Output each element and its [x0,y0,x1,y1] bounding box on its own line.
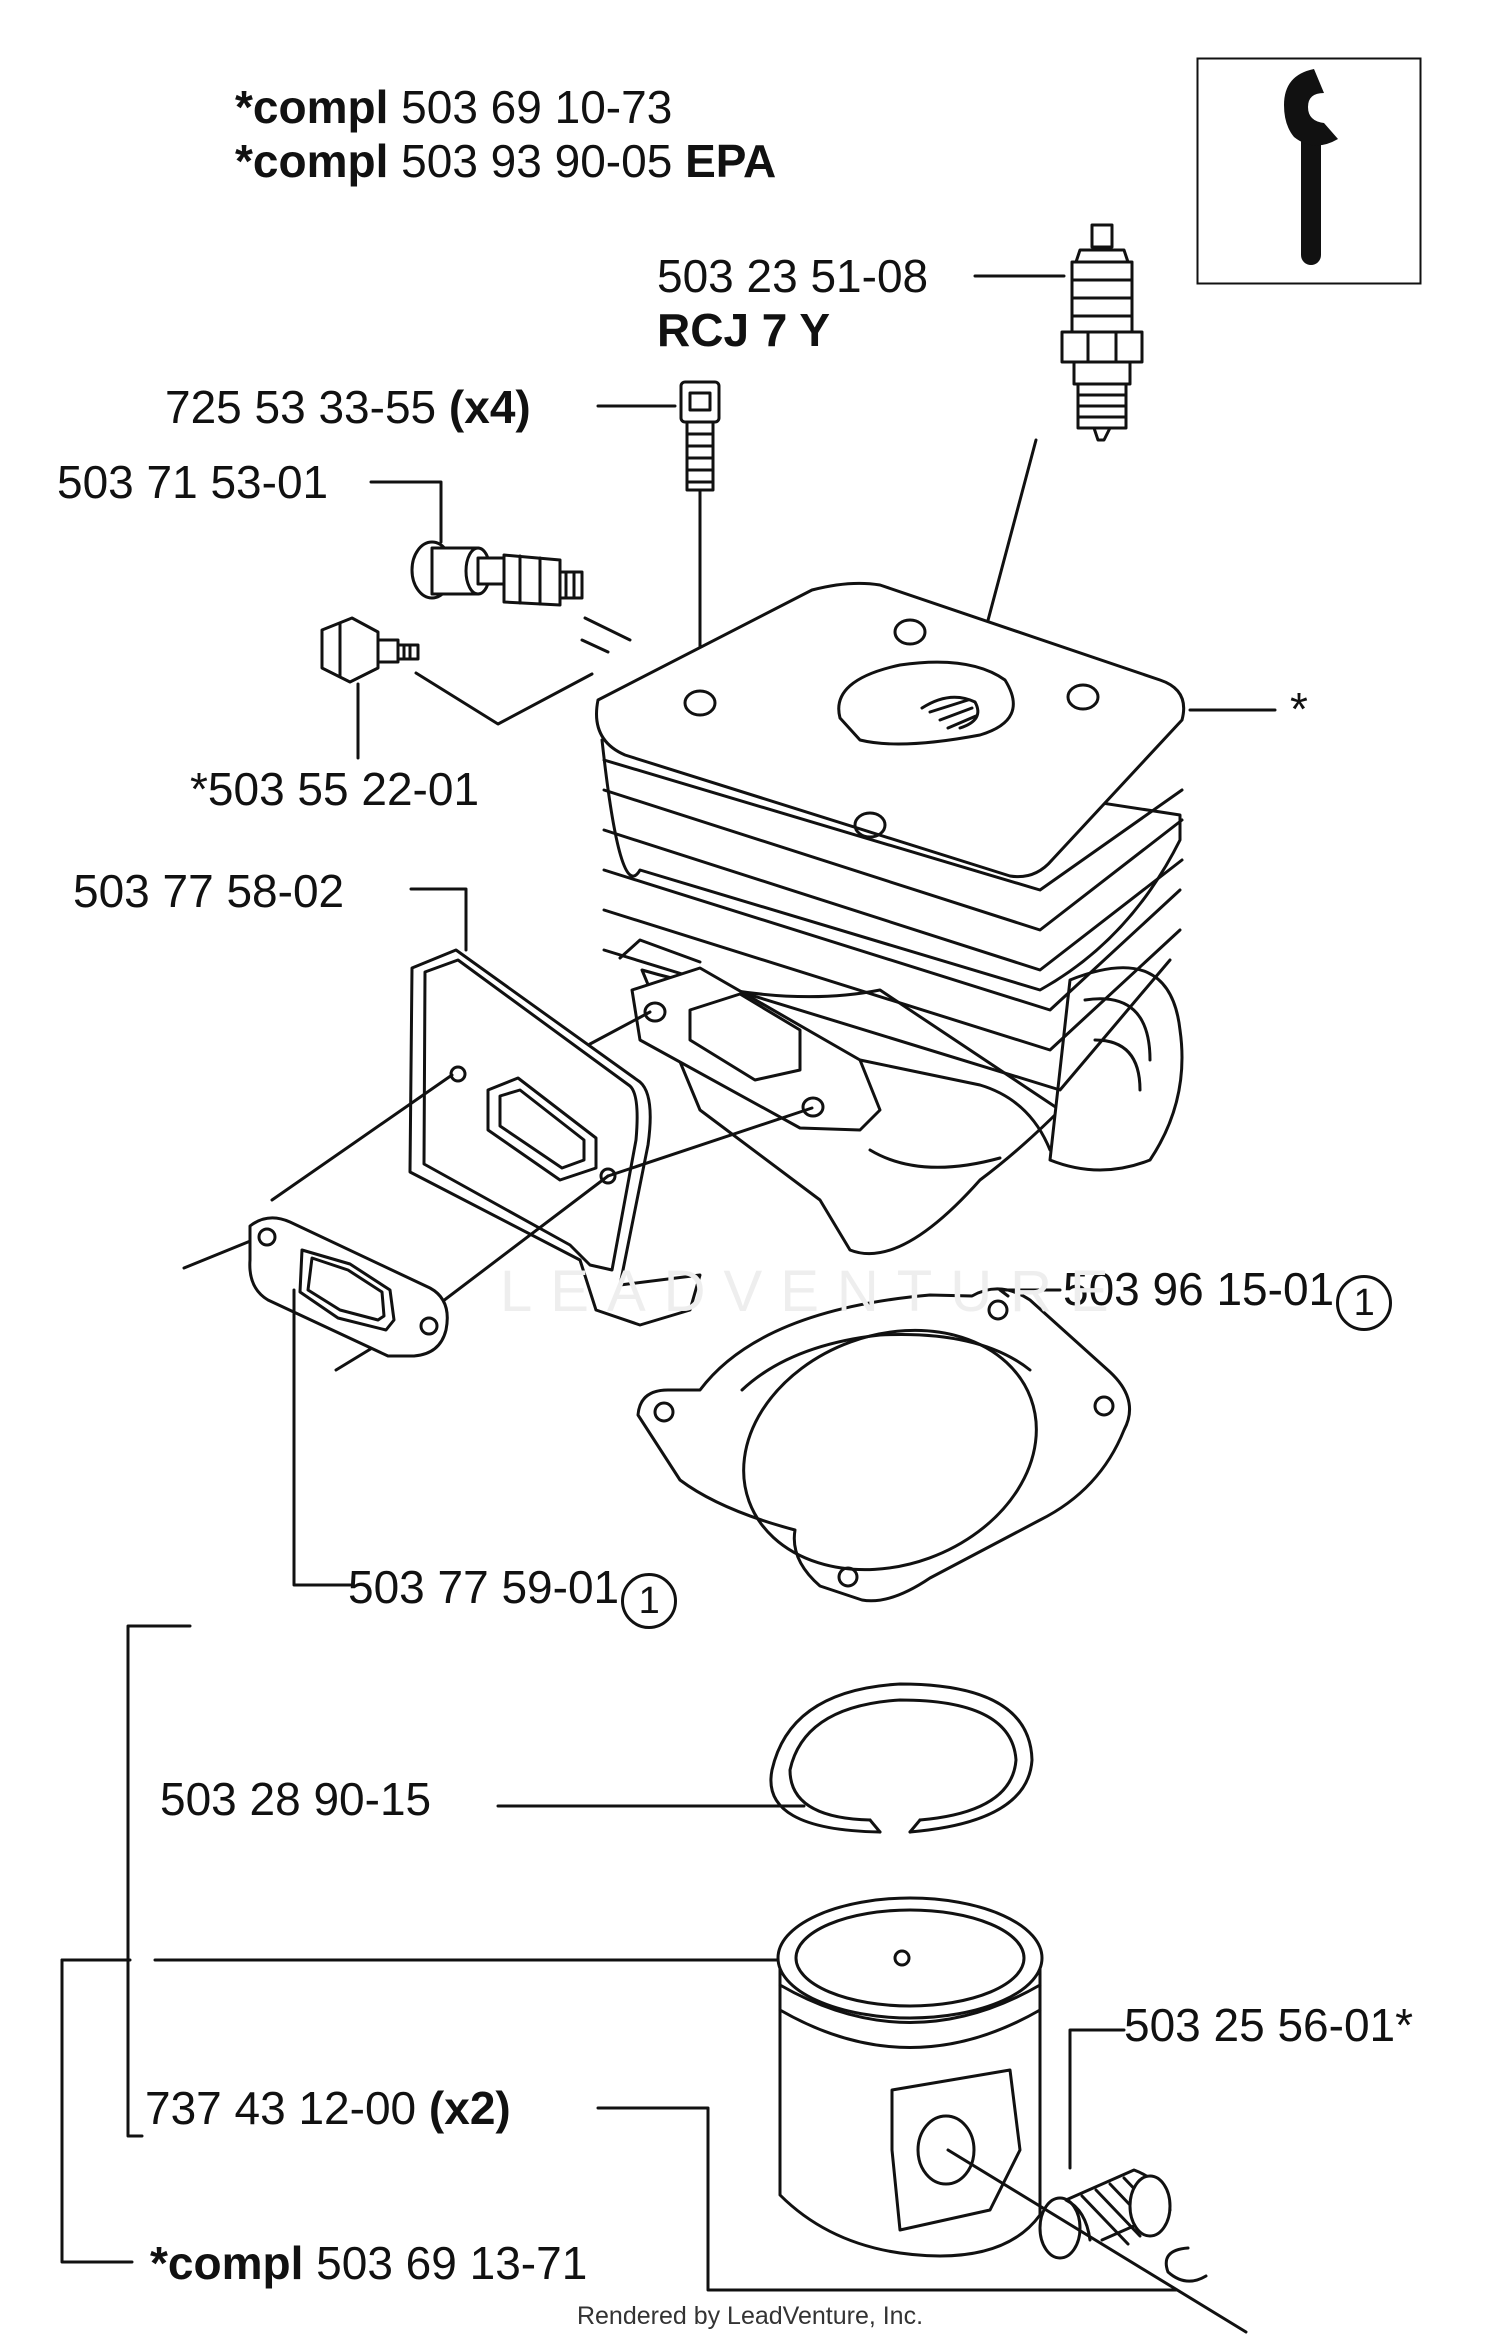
heat-shield-drawing [408,948,702,1327]
needle-bearing-drawing [1038,2168,1172,2260]
footer-credit: Rendered by LeadVenture, Inc. [576,2302,924,2330]
spark-plug-label: 503 23 51-08 [657,250,929,302]
cylinder-marker: * [1290,683,1308,735]
piston-drawing [776,1896,1044,2258]
circlip-label: 737 43 12-00 (x2) [145,2082,511,2134]
piston-compl-label: *compl 503 69 13-71 [150,2240,587,2286]
spark-plug-spec: RCJ 7 Y [657,304,831,356]
compl-number: 503 69 13-71 [316,2237,588,2289]
note-marker: 1 [621,1573,678,1629]
circlip-drawing [1164,2246,1208,2283]
wrench-icon [1196,57,1422,285]
compl-suffix: EPA [685,135,777,187]
cylinder-gasket-drawing [636,1287,1132,1603]
spark-plug-drawing [1060,223,1144,442]
watermark: LEADVENTURE [500,1259,1127,1324]
cylinder-drawing [595,581,1186,1256]
piston-ring-drawing [769,1682,1034,1834]
heat-shield-label: 503 77 58-02 [73,865,345,917]
screw-drawing [679,380,721,492]
decompression-valve-drawing [410,540,584,607]
needle-bearing-label: 503 25 56-01* [1124,1999,1414,2051]
decompression-valve-label: 503 71 53-01 [57,456,329,508]
compl-prefix: *compl [150,2237,304,2289]
plug-drawing [320,616,420,684]
compl-prefix: *compl [235,81,389,133]
compl-label-1: *compl 503 69 10-73 [235,84,672,130]
compl-number: 503 93 90-05 [401,135,673,187]
note-marker: 1 [1336,1275,1393,1331]
piston-ring-label: 503 28 90-15 [160,1773,432,1825]
plug-label: *503 55 22-01 [190,763,480,815]
compl-label-2: *compl 503 93 90-05 EPA [235,138,776,184]
muffler-gasket-drawing [248,1216,449,1358]
compl-prefix: *compl [235,135,389,187]
screw-qty: (x4) [448,381,531,433]
screw-label: 725 53 33-55 (x4) [165,381,531,433]
compl-number: 503 69 10-73 [401,81,673,133]
circlip-qty: (x2) [428,2082,511,2134]
